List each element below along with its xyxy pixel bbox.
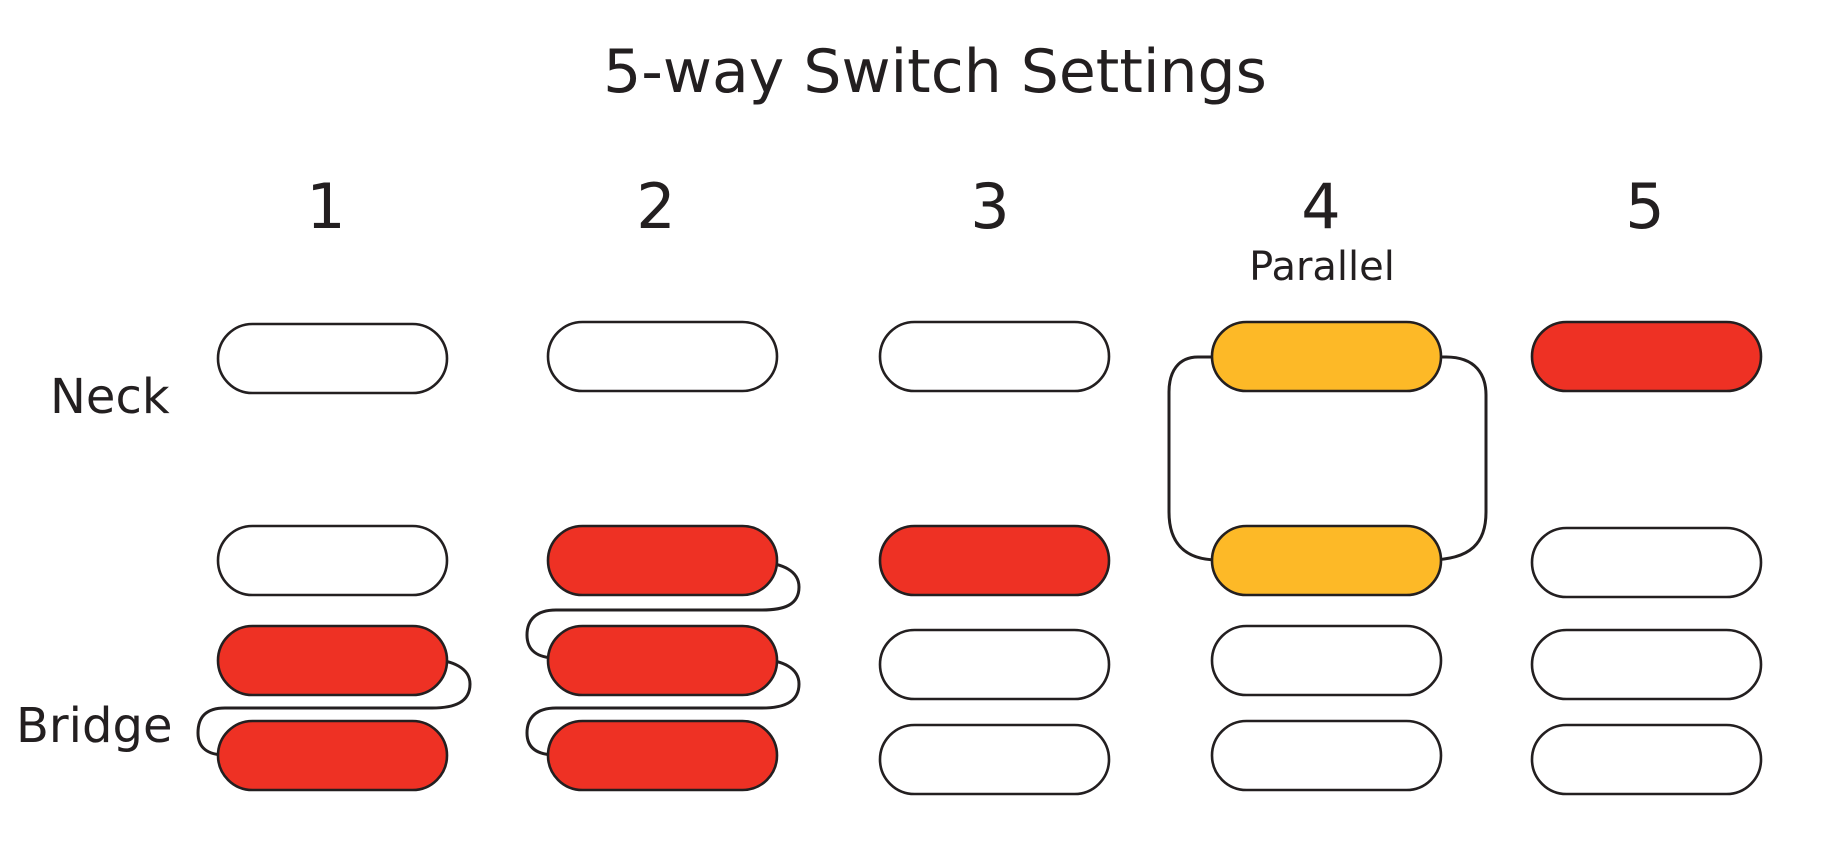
pickup-pos5-neck	[1530, 320, 1763, 393]
position-2-number: 2	[636, 170, 675, 243]
pickup-pos2-bridge-lower	[546, 719, 779, 792]
row-label-neck: Neck	[50, 369, 170, 425]
parallel-wire-pos4-right	[1427, 355, 1488, 562]
pickups	[216, 320, 1763, 796]
pickup-pos2-neck	[546, 320, 779, 393]
pickup-pos3-bridge-upper	[878, 628, 1111, 701]
series-wire-pos1-bridge	[196, 658, 472, 757]
pickup-pos5-bridge-upper	[1530, 628, 1763, 701]
position-4-subtitle: Parallel	[1249, 244, 1395, 290]
pickup-pos3-middle	[878, 524, 1111, 597]
pickup-pos4-neck	[1210, 320, 1443, 393]
series-wire-pos2-upper	[525, 561, 801, 660]
pickup-pos2-bridge-upper	[546, 624, 779, 697]
diagram-title: 5-way Switch Settings	[603, 37, 1267, 107]
pickup-pos3-bridge-lower	[878, 723, 1111, 796]
pickup-pos1-middle	[216, 524, 449, 597]
pickup-pos4-bridge-lower	[1210, 719, 1443, 792]
pickup-pos4-bridge-upper	[1210, 624, 1443, 697]
pickup-pos1-bridge-upper	[216, 624, 449, 697]
position-3-number: 3	[970, 170, 1009, 243]
parallel-wire-pos4-left	[1167, 355, 1219, 562]
position-1-number: 1	[306, 170, 345, 243]
pickup-pos5-bridge-lower	[1530, 723, 1763, 796]
pickup-pos2-middle	[546, 524, 779, 597]
position-5-number: 5	[1625, 170, 1664, 243]
wiring-connectors	[196, 355, 1488, 757]
pickup-pos1-neck	[216, 322, 449, 395]
row-label-bridge: Bridge	[16, 698, 172, 754]
pickup-pos3-neck	[878, 320, 1111, 393]
pickup-pos4-middle	[1210, 524, 1443, 597]
series-wire-pos2-lower	[525, 658, 801, 757]
pickup-pos1-bridge-lower	[216, 719, 449, 792]
position-4-number: 4	[1301, 170, 1340, 243]
pickup-pos5-middle	[1530, 526, 1763, 599]
